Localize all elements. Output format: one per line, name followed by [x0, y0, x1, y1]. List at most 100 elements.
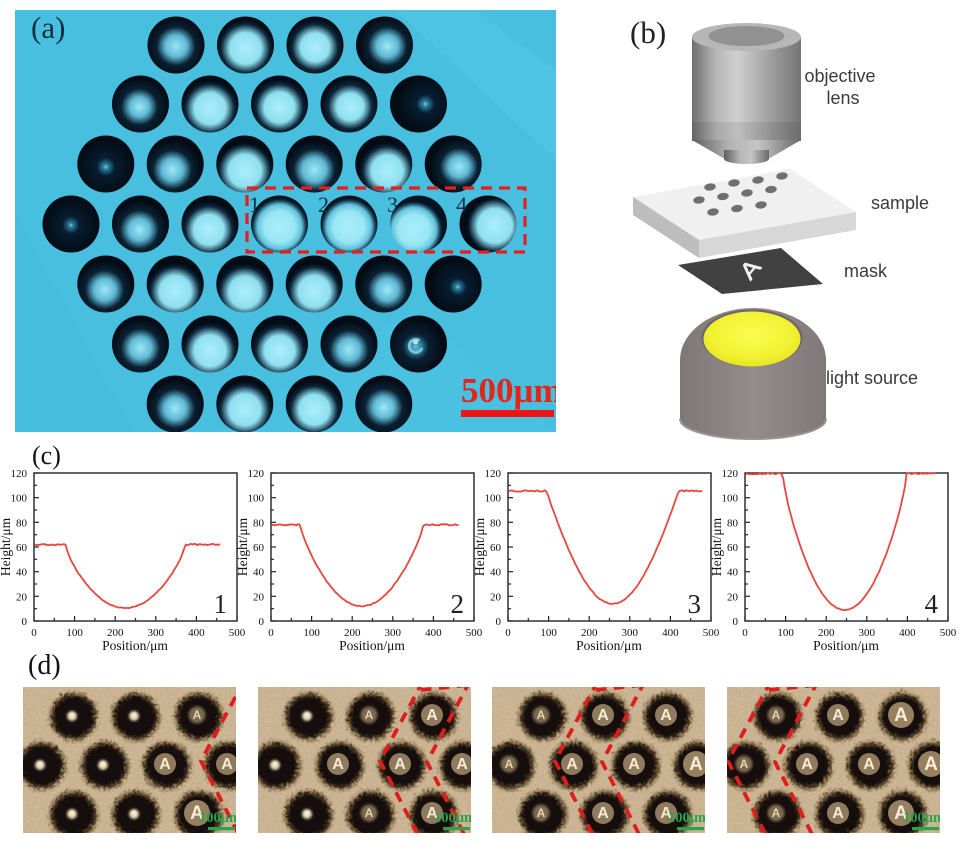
svg-text:0: 0	[268, 627, 274, 639]
svg-text:A: A	[924, 754, 938, 775]
svg-text:80: 80	[16, 517, 28, 529]
svg-text:A: A	[597, 707, 609, 724]
svg-text:40: 40	[16, 567, 28, 579]
svg-text:60: 60	[16, 542, 28, 554]
svg-text:A: A	[190, 803, 204, 824]
svg-text:120: 120	[248, 468, 265, 480]
svg-text:200: 200	[581, 627, 598, 639]
svg-text:Position/μm: Position/μm	[576, 638, 642, 653]
svg-text:400: 400	[899, 627, 916, 639]
svg-text:Height/μm: Height/μm	[235, 517, 250, 576]
svg-text:2: 2	[451, 589, 465, 619]
svg-text:100: 100	[66, 627, 83, 639]
svg-text:A: A	[894, 803, 908, 824]
svg-text:100: 100	[777, 627, 794, 639]
svg-text:Position/μm: Position/μm	[102, 638, 168, 653]
svg-text:A: A	[628, 756, 640, 773]
svg-text:A: A	[159, 756, 171, 773]
svg-text:400: 400	[662, 627, 679, 639]
svg-text:(c): (c)	[32, 441, 61, 470]
svg-text:100: 100	[540, 627, 557, 639]
svg-text:1: 1	[214, 589, 228, 619]
svg-text:A: A	[537, 708, 546, 722]
svg-text:3: 3	[387, 192, 398, 217]
svg-text:80: 80	[253, 517, 265, 529]
svg-text:A: A	[537, 806, 546, 820]
svg-text:sample: sample	[871, 193, 929, 213]
svg-text:A: A	[365, 708, 374, 722]
svg-text:A: A	[660, 707, 672, 724]
svg-text:A: A	[221, 756, 233, 773]
svg-text:Height/μm: Height/μm	[0, 517, 13, 576]
svg-text:100μm: 100μm	[199, 810, 236, 826]
svg-text:0: 0	[496, 616, 502, 628]
svg-text:300: 300	[148, 627, 165, 639]
svg-text:lens: lens	[826, 88, 859, 108]
svg-text:0: 0	[505, 627, 511, 639]
svg-text:A: A	[772, 806, 781, 820]
svg-text:80: 80	[490, 517, 502, 529]
svg-text:100: 100	[722, 493, 739, 505]
svg-text:A: A	[689, 754, 703, 775]
svg-text:A: A	[456, 756, 468, 773]
svg-text:120: 120	[722, 468, 739, 480]
svg-text:20: 20	[253, 591, 265, 603]
svg-text:100μm: 100μm	[668, 810, 705, 826]
svg-text:A: A	[426, 707, 438, 724]
svg-text:300: 300	[385, 627, 402, 639]
svg-text:40: 40	[253, 567, 265, 579]
svg-text:200: 200	[344, 627, 361, 639]
svg-text:A: A	[394, 756, 406, 773]
svg-text:A: A	[832, 805, 844, 822]
svg-text:A: A	[801, 756, 813, 773]
svg-text:A: A	[772, 708, 781, 722]
svg-text:500: 500	[703, 627, 720, 639]
svg-text:2: 2	[318, 192, 329, 217]
svg-text:A: A	[660, 805, 672, 822]
svg-text:A: A	[426, 805, 438, 822]
svg-text:A: A	[863, 756, 875, 773]
svg-text:Position/μm: Position/μm	[339, 638, 405, 653]
svg-text:100: 100	[248, 493, 265, 505]
svg-text:objective: objective	[804, 66, 875, 86]
svg-text:A: A	[832, 707, 844, 724]
svg-text:400: 400	[425, 627, 442, 639]
svg-text:500: 500	[466, 627, 483, 639]
svg-text:Height/μm: Height/μm	[472, 517, 487, 576]
svg-text:A: A	[332, 756, 344, 773]
svg-text:0: 0	[31, 627, 37, 639]
svg-text:0: 0	[22, 616, 28, 628]
svg-text:60: 60	[253, 542, 265, 554]
svg-text:A: A	[740, 757, 749, 771]
svg-text:100μm: 100μm	[434, 810, 471, 826]
svg-text:400: 400	[188, 627, 205, 639]
svg-text:4: 4	[925, 589, 939, 619]
svg-text:1: 1	[249, 192, 260, 217]
svg-text:20: 20	[490, 591, 502, 603]
svg-text:0: 0	[733, 616, 739, 628]
svg-text:A: A	[894, 705, 908, 726]
svg-text:A: A	[193, 708, 202, 722]
svg-text:60: 60	[727, 542, 739, 554]
svg-text:20: 20	[16, 591, 28, 603]
svg-text:120: 120	[11, 468, 28, 480]
svg-text:A: A	[365, 806, 374, 820]
svg-text:120: 120	[485, 468, 502, 480]
svg-text:40: 40	[490, 567, 502, 579]
svg-text:80: 80	[727, 517, 739, 529]
svg-text:(a): (a)	[31, 10, 65, 45]
svg-text:3: 3	[688, 589, 702, 619]
svg-text:200: 200	[107, 627, 124, 639]
svg-text:100: 100	[11, 493, 28, 505]
svg-text:4: 4	[456, 192, 467, 217]
svg-text:500μm: 500μm	[461, 371, 556, 410]
svg-text:40: 40	[727, 567, 739, 579]
svg-text:100: 100	[485, 493, 502, 505]
svg-text:100μm: 100μm	[903, 810, 940, 826]
svg-text:(b): (b)	[630, 15, 666, 50]
svg-text:200: 200	[818, 627, 835, 639]
svg-text:A: A	[566, 756, 578, 773]
svg-text:300: 300	[622, 627, 639, 639]
svg-text:20: 20	[727, 591, 739, 603]
svg-text:Position/μm: Position/μm	[813, 638, 879, 653]
